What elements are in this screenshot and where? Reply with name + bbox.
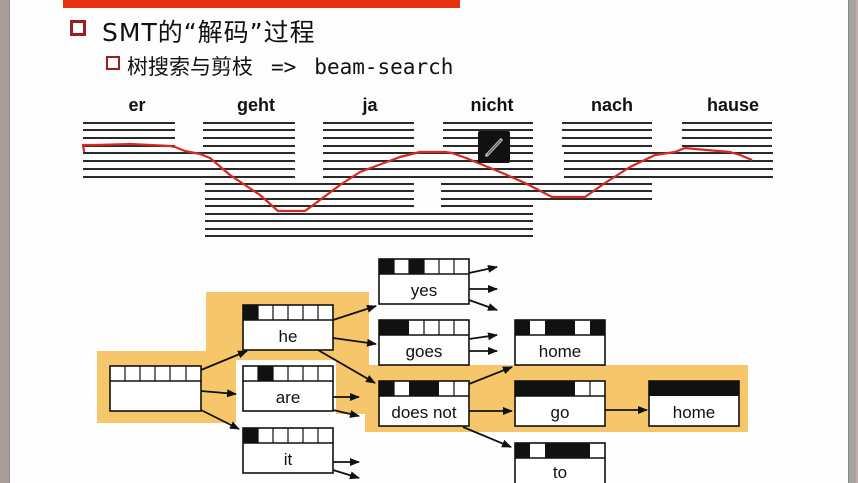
node-label: home xyxy=(673,403,716,422)
pencil-icon xyxy=(485,138,503,157)
node-goes: goes xyxy=(378,319,470,366)
node-he: he xyxy=(242,304,334,351)
source-words: er geht ja nicht nach hause xyxy=(128,95,759,115)
best-path-stroke xyxy=(81,142,753,213)
node-root xyxy=(109,365,202,412)
hypothesis-nodes: he are it yes xyxy=(109,258,740,483)
node-label: goes xyxy=(406,342,443,361)
source-word: hause xyxy=(707,95,759,115)
node-label: he xyxy=(279,327,298,346)
slide-title-bar xyxy=(63,0,460,8)
window-frame-left xyxy=(0,0,10,483)
subheading-term: beam-search xyxy=(314,55,454,79)
bullet-square-icon xyxy=(70,20,86,36)
source-word: er xyxy=(128,95,145,115)
slide-subheading: 树搜索与剪枝 => beam-search xyxy=(127,51,453,81)
node-label: go xyxy=(551,403,570,422)
node-are: are xyxy=(242,365,334,412)
node-label: are xyxy=(276,388,301,407)
node-label: it xyxy=(284,450,293,469)
node-label: to xyxy=(553,463,567,482)
node-label: yes xyxy=(411,281,437,300)
hypothesis-stacks xyxy=(83,122,773,237)
source-word: geht xyxy=(237,95,275,115)
window-frame-right xyxy=(848,0,858,483)
node-label: home xyxy=(539,342,582,361)
subheading-text: 树搜索与剪枝 xyxy=(127,55,253,79)
source-word: ja xyxy=(361,95,378,115)
subheading-arrow: => xyxy=(271,55,297,79)
node-home-1: home xyxy=(514,319,606,366)
slide-heading: SMT的“解码”过程 xyxy=(102,18,316,47)
node-it: it xyxy=(242,427,334,474)
node-home-final: home xyxy=(648,380,740,427)
expansion-arrows xyxy=(200,264,648,480)
node-label: does not xyxy=(391,403,456,422)
source-word: nicht xyxy=(471,95,514,115)
node-does-not: does not xyxy=(378,380,470,427)
source-word: nach xyxy=(591,95,633,115)
sub-bullet-square-icon xyxy=(106,56,120,70)
pencil-edit-button[interactable] xyxy=(478,131,510,163)
node-yes: yes xyxy=(378,258,470,305)
node-to: to xyxy=(514,442,606,483)
node-go: go xyxy=(514,380,606,427)
